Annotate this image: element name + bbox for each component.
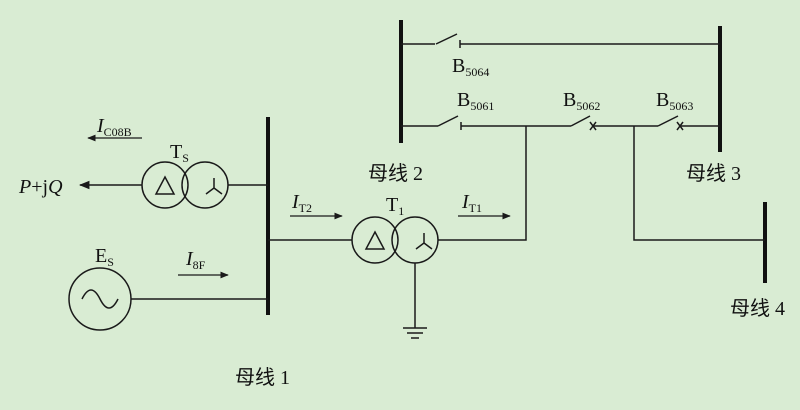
breaker-label-b5064: B5064 <box>452 55 489 79</box>
current-label-ic08b: IC08B <box>96 115 132 139</box>
load-label: P+jQ <box>18 176 63 198</box>
bus4-feeder <box>633 126 765 241</box>
es-label: ES <box>95 245 114 269</box>
delta-winding-icon <box>154 175 176 195</box>
t1-feeder <box>438 126 527 241</box>
bus-label-4: 母线 4 <box>730 297 785 320</box>
line-b5061 <box>401 115 571 130</box>
line-b5064 <box>401 33 720 48</box>
breaker-label-b5061: B5061 <box>457 89 494 113</box>
t1-label: T1 <box>386 194 404 218</box>
transformer-t1 <box>351 216 439 264</box>
source-es <box>68 267 132 331</box>
transformer-ts <box>141 161 229 209</box>
wye-winding-icon <box>205 178 223 195</box>
bus-label-1: 母线 1 <box>235 366 290 389</box>
bus-label-3: 母线 3 <box>686 162 741 185</box>
bus-label-2: 母线 2 <box>368 162 423 185</box>
delta-winding-icon <box>364 230 386 250</box>
current-label-i8f: I8F <box>185 248 206 272</box>
current-label-it2: IT2 <box>291 191 312 215</box>
wye-winding-icon <box>415 233 433 250</box>
breaker-label-b5063: B5063 <box>656 89 693 113</box>
breaker-label-b5062: B5062 <box>563 89 600 113</box>
line-b5062 <box>570 115 658 131</box>
sine-wave-icon <box>81 289 119 309</box>
ts-label: TS <box>170 141 189 165</box>
line-b5063 <box>657 115 720 131</box>
ground-icon <box>403 263 427 339</box>
current-label-it1: IT1 <box>461 191 482 215</box>
